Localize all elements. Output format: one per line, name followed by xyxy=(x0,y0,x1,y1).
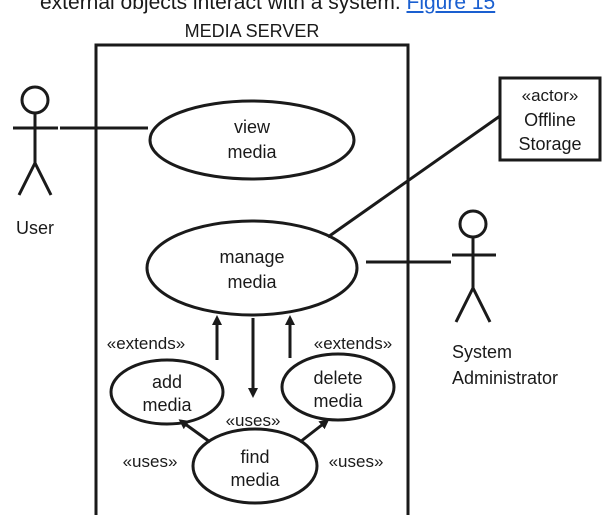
label-extends-left: «extends» xyxy=(107,334,185,353)
svg-text:view: view xyxy=(234,117,271,137)
usecase-find-media[interactable]: find media xyxy=(191,427,319,505)
svg-text:media: media xyxy=(313,391,363,411)
figure-caption: external objects interact with a system.… xyxy=(40,0,615,17)
actor-user-figure xyxy=(13,85,58,196)
association-manage-storage xyxy=(327,114,501,239)
svg-text:delete: delete xyxy=(313,368,362,388)
actor-user-label: User xyxy=(16,218,54,238)
usecase-manage-media[interactable]: manage media xyxy=(145,219,359,317)
arrow-find-uses-add xyxy=(178,419,211,444)
usecase-delete-media[interactable]: delete media xyxy=(280,352,396,422)
offline-storage-box xyxy=(498,76,602,162)
offline-storage-stereotype: «actor» xyxy=(522,86,579,105)
svg-text:media: media xyxy=(230,470,280,490)
system-boundary xyxy=(94,43,410,515)
offline-storage-line1: Offline xyxy=(524,110,576,130)
arrow-find-uses-delete xyxy=(299,419,330,444)
svg-text:find: find xyxy=(240,447,269,467)
label-extends-right: «extends» xyxy=(314,334,392,353)
figure-link[interactable]: Figure 15 xyxy=(406,0,496,14)
system-title: MEDIA SERVER xyxy=(185,21,320,41)
svg-text:manage: manage xyxy=(219,247,284,267)
label-uses-left: «uses» xyxy=(123,452,178,471)
offline-storage-line2: Storage xyxy=(518,134,581,154)
caption-text: external objects interact with a system. xyxy=(40,0,401,14)
actor-admin-label-line2: Administrator xyxy=(452,368,558,388)
svg-text:media: media xyxy=(227,142,277,162)
label-uses-center: «uses» xyxy=(226,411,281,430)
actor-admin-label-line1: System xyxy=(452,342,512,362)
usecase-add-media[interactable]: add media xyxy=(109,358,225,426)
actor-admin-figure xyxy=(452,209,496,323)
svg-text:media: media xyxy=(227,272,277,292)
svg-text:add: add xyxy=(152,372,182,392)
usecase-view-media[interactable]: view media xyxy=(148,99,356,181)
label-uses-right: «uses» xyxy=(329,452,384,471)
svg-text:media: media xyxy=(142,395,192,415)
